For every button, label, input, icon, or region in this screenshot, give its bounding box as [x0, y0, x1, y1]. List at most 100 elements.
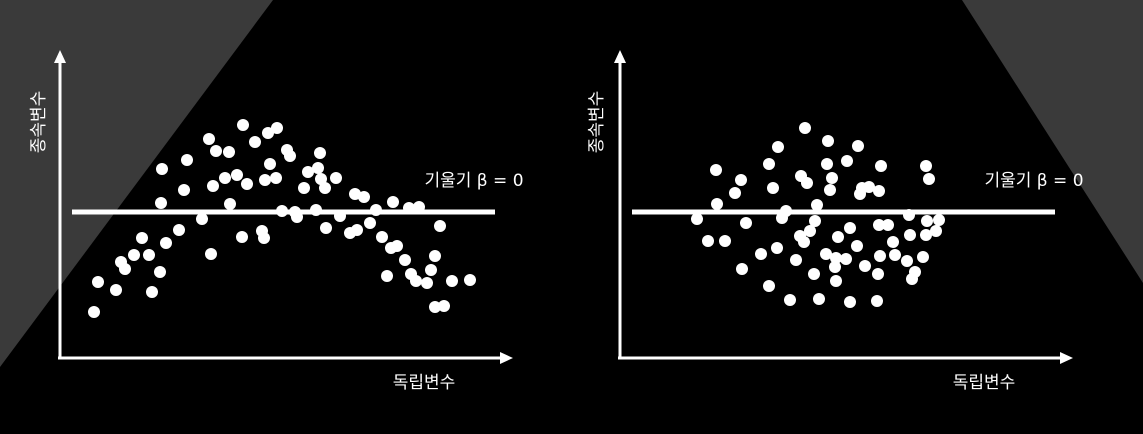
data-point-60	[387, 196, 399, 208]
data-point-26	[237, 119, 249, 131]
data-point-31	[824, 184, 836, 196]
data-point-59	[381, 270, 393, 282]
data-point-23	[801, 177, 813, 189]
data-point-22	[799, 122, 811, 134]
data-point-63	[920, 160, 932, 172]
y-axis-label: 종속변수	[29, 91, 49, 154]
data-point-72	[438, 300, 450, 312]
data-point-34	[826, 172, 838, 184]
data-point-65	[921, 215, 933, 227]
data-point-68	[933, 214, 945, 226]
data-point-16	[196, 213, 208, 225]
data-point-41	[298, 182, 310, 194]
decor-triangle-right	[962, 0, 1143, 283]
data-point-32	[262, 127, 274, 139]
data-point-67	[421, 277, 433, 289]
y-axis-arrow	[614, 50, 626, 63]
data-point-42	[302, 166, 314, 178]
data-point-46	[319, 182, 331, 194]
data-point-12	[156, 163, 168, 175]
data-point-69	[429, 250, 441, 262]
data-point-46	[859, 260, 871, 272]
data-point-3	[710, 164, 722, 176]
data-point-10	[160, 237, 172, 249]
data-point-30	[258, 232, 270, 244]
data-point-6	[735, 174, 747, 186]
scatter-panel-right: 종속변수 독립변수 기울기 β = 0	[587, 50, 1084, 393]
data-point-26	[813, 293, 825, 305]
x-axis-arrow	[1060, 352, 1073, 364]
data-point-42	[851, 240, 863, 252]
data-point-70	[429, 301, 441, 313]
data-point-4	[115, 256, 127, 268]
data-point-0	[88, 306, 100, 318]
data-point-13	[772, 141, 784, 153]
data-point-32	[829, 261, 841, 273]
data-point-55	[887, 236, 899, 248]
data-point-6	[136, 232, 148, 244]
data-point-18	[207, 180, 219, 192]
data-point-35	[822, 135, 834, 147]
data-point-71	[434, 220, 446, 232]
data-point-8	[143, 249, 155, 261]
data-point-2	[110, 284, 122, 296]
data-point-31	[259, 174, 271, 186]
y-axis-label: 종속변수	[587, 91, 607, 154]
data-point-54	[358, 191, 370, 203]
data-point-41	[841, 155, 853, 167]
data-point-4	[719, 235, 731, 247]
data-point-14	[771, 242, 783, 254]
data-point-30	[821, 158, 833, 170]
data-point-45	[315, 173, 327, 185]
data-point-5	[128, 249, 140, 261]
data-point-59	[904, 229, 916, 241]
data-point-38	[840, 253, 852, 265]
data-point-24	[804, 225, 816, 237]
data-point-52	[873, 185, 885, 197]
data-point-53	[351, 224, 363, 236]
data-point-15	[181, 154, 193, 166]
data-point-19	[203, 133, 215, 145]
scatter-points	[88, 119, 476, 318]
data-point-27	[241, 178, 253, 190]
x-axis-arrow	[500, 352, 513, 364]
data-point-38	[284, 150, 296, 162]
data-point-25	[236, 231, 248, 243]
data-point-27	[809, 215, 821, 227]
data-point-62	[917, 251, 929, 263]
data-point-64	[920, 229, 932, 241]
data-point-62	[399, 254, 411, 266]
decor-triangle-left	[0, 0, 273, 367]
x-axis-label: 독립변수	[953, 373, 1016, 393]
data-point-43	[852, 140, 864, 152]
data-point-47	[314, 147, 326, 159]
data-point-33	[830, 252, 842, 264]
data-point-67	[930, 225, 942, 237]
data-point-1	[702, 235, 714, 247]
data-point-40	[844, 222, 856, 234]
data-point-35	[270, 172, 282, 184]
data-point-11	[155, 197, 167, 209]
data-point-37	[830, 275, 842, 287]
data-point-57	[376, 231, 388, 243]
data-point-7	[146, 286, 158, 298]
data-point-61	[391, 240, 403, 252]
slope-annotation: 기울기 β = 0	[984, 171, 1083, 191]
data-point-5	[729, 187, 741, 199]
data-point-47	[863, 181, 875, 193]
data-point-53	[875, 160, 887, 172]
data-point-66	[923, 173, 935, 185]
data-point-57	[901, 255, 913, 267]
data-point-23	[223, 146, 235, 158]
data-point-54	[882, 219, 894, 231]
data-point-61	[909, 266, 921, 278]
data-point-55	[364, 217, 376, 229]
data-point-17	[205, 248, 217, 260]
data-point-73	[446, 275, 458, 287]
data-point-48	[872, 268, 884, 280]
data-point-21	[219, 172, 231, 184]
data-point-14	[178, 184, 190, 196]
data-point-0	[691, 213, 703, 225]
data-point-24	[231, 169, 243, 181]
